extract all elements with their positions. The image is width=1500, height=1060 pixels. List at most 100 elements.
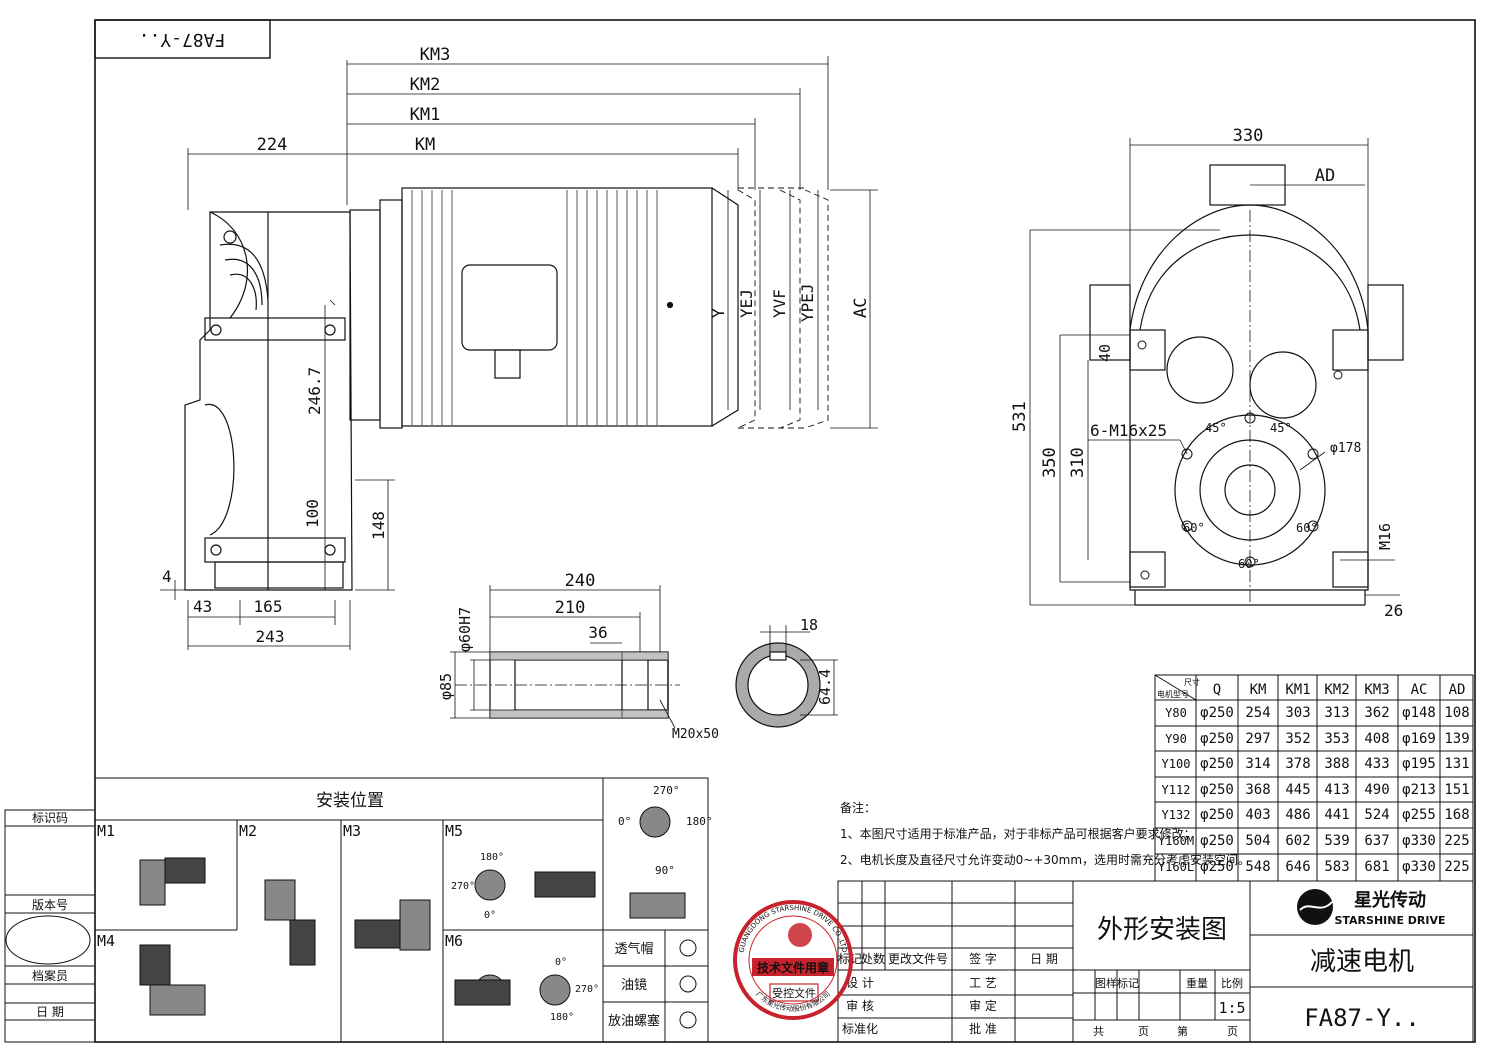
table-header-cell: KM: [1250, 682, 1267, 698]
m6-angle-270: 270°: [575, 984, 599, 995]
legend-breather: 透气帽: [614, 941, 653, 957]
table-cell: 413: [1324, 782, 1349, 798]
label-yej: YEJ: [737, 289, 756, 318]
role-approve-check: 审 定: [969, 998, 997, 1013]
table-cell: 548: [1245, 859, 1270, 875]
table-cell: 504: [1245, 833, 1270, 849]
dim-350: 350: [1040, 447, 1060, 478]
table-cell: φ250: [1200, 705, 1234, 721]
table-cell: φ148: [1402, 705, 1436, 721]
bolt-hole-4: [324, 544, 336, 556]
margin-version: 版本号: [32, 898, 68, 912]
upper-right-boss: [1249, 351, 1317, 419]
role-process: 工 艺: [969, 976, 997, 990]
label-ypej: YPEJ: [798, 283, 817, 322]
lifting-hole: [223, 230, 237, 244]
table-cell: φ250: [1200, 859, 1234, 875]
dim-310: 310: [1068, 447, 1088, 478]
table-header-cell: Q: [1213, 682, 1221, 698]
dim-43: 43: [193, 597, 212, 616]
meta-pattern-mark: 图样标记: [1095, 976, 1139, 990]
table-cell: 225: [1444, 833, 1469, 849]
stamp-ring: [733, 900, 853, 1020]
table-cell: 408: [1364, 731, 1389, 747]
side-dim-lines: [160, 56, 878, 650]
m5-motor: [534, 871, 596, 898]
mounting-grid: [94, 777, 709, 1043]
m5-angle-0: 0°: [484, 910, 496, 921]
table-cell: 646: [1285, 859, 1310, 875]
table-cell: φ330: [1402, 833, 1436, 849]
mirrored-model-text: FA87-Y..: [139, 29, 226, 50]
table-cell: 352: [1285, 731, 1310, 747]
front-view: [1089, 164, 1404, 606]
table-motor-model: Y160M: [1158, 834, 1194, 848]
table-cell: 313: [1324, 705, 1349, 721]
shaft-cross-section: [735, 642, 821, 728]
dim-240: 240: [565, 571, 596, 591]
version-oval: [5, 915, 91, 965]
table-cell: 602: [1285, 833, 1310, 849]
table-cell: 368: [1245, 782, 1270, 798]
table-cell: 131: [1444, 756, 1469, 772]
brand-name-cn: 星光传动: [1354, 889, 1426, 911]
m4-motor: [139, 944, 171, 986]
cable-gland: [494, 349, 521, 379]
dim-165: 165: [254, 597, 283, 616]
table-cell: 254: [1245, 705, 1270, 721]
m1-gearbox: [139, 859, 166, 906]
role-design: 设 计: [846, 976, 874, 990]
table-cell: 151: [1444, 782, 1469, 798]
table-cell: 433: [1364, 756, 1389, 772]
notes-heading: 备注：: [840, 800, 876, 815]
scale-value: 1:5: [1218, 999, 1245, 1017]
angle-60-right: 60°: [1296, 521, 1318, 535]
dim-224: 224: [257, 135, 288, 155]
mounting-title: 安装位置: [316, 791, 384, 811]
housing-ribs: [219, 243, 269, 311]
meta-scale: 比例: [1221, 976, 1243, 990]
angle-270: 270°: [653, 784, 680, 797]
motor-fins: [411, 190, 658, 425]
dim-36: 36: [588, 623, 607, 642]
dim-km3: KM3: [420, 45, 451, 65]
table-cell: φ255: [1402, 807, 1436, 823]
table-motor-model: Y112: [1162, 783, 1191, 797]
cross-dim-lines: [760, 625, 838, 716]
stamp-emblem-icon: [788, 923, 812, 947]
table-cell: 445: [1285, 782, 1310, 798]
dim-bolt-spec: 6-M16x25: [1090, 421, 1167, 440]
table-cell: 139: [1444, 731, 1469, 747]
angle-45-left: 45°: [1205, 421, 1227, 435]
mounting-sketches: [139, 806, 686, 1016]
dimension-table-grid: [1154, 674, 1474, 882]
label-ac: AC: [851, 298, 871, 318]
m5-angle-180: 180°: [480, 852, 504, 863]
table-cell: φ250: [1200, 731, 1234, 747]
table-cell: φ195: [1402, 756, 1436, 772]
m5-gearbox-a: [474, 869, 506, 901]
bolt-hole-2: [324, 324, 336, 336]
table-cell: 108: [1444, 705, 1469, 721]
upper-left-boss: [1166, 336, 1234, 404]
bolt-hole-3: [210, 544, 222, 556]
label-yvf: YVF: [770, 289, 789, 318]
front-dim-lines: [1029, 138, 1400, 606]
dim-km1: KM1: [410, 105, 441, 125]
m2-gearbox: [264, 879, 296, 921]
housing-curve: [209, 211, 248, 319]
terminal-box: [461, 264, 558, 351]
pos-m3: M3: [343, 822, 361, 840]
table-header-cell: AD: [1449, 682, 1466, 698]
brand-logo: 星光传动 STARSHINE DRIVE: [1297, 889, 1446, 927]
table-cell: φ250: [1200, 807, 1234, 823]
motor-adapter: [349, 209, 381, 421]
dim-148: 148: [369, 511, 388, 540]
note-2: 2、电机长度及直径尺寸允许变动0~+30mm，选用时需充分考虑安装空间。: [840, 852, 1250, 867]
table-cell: 637: [1364, 833, 1389, 849]
table-header-cell: KM2: [1324, 682, 1349, 698]
foot-block: [214, 561, 344, 589]
breather-icon: [679, 939, 697, 957]
bolt-hole-1: [210, 324, 222, 336]
